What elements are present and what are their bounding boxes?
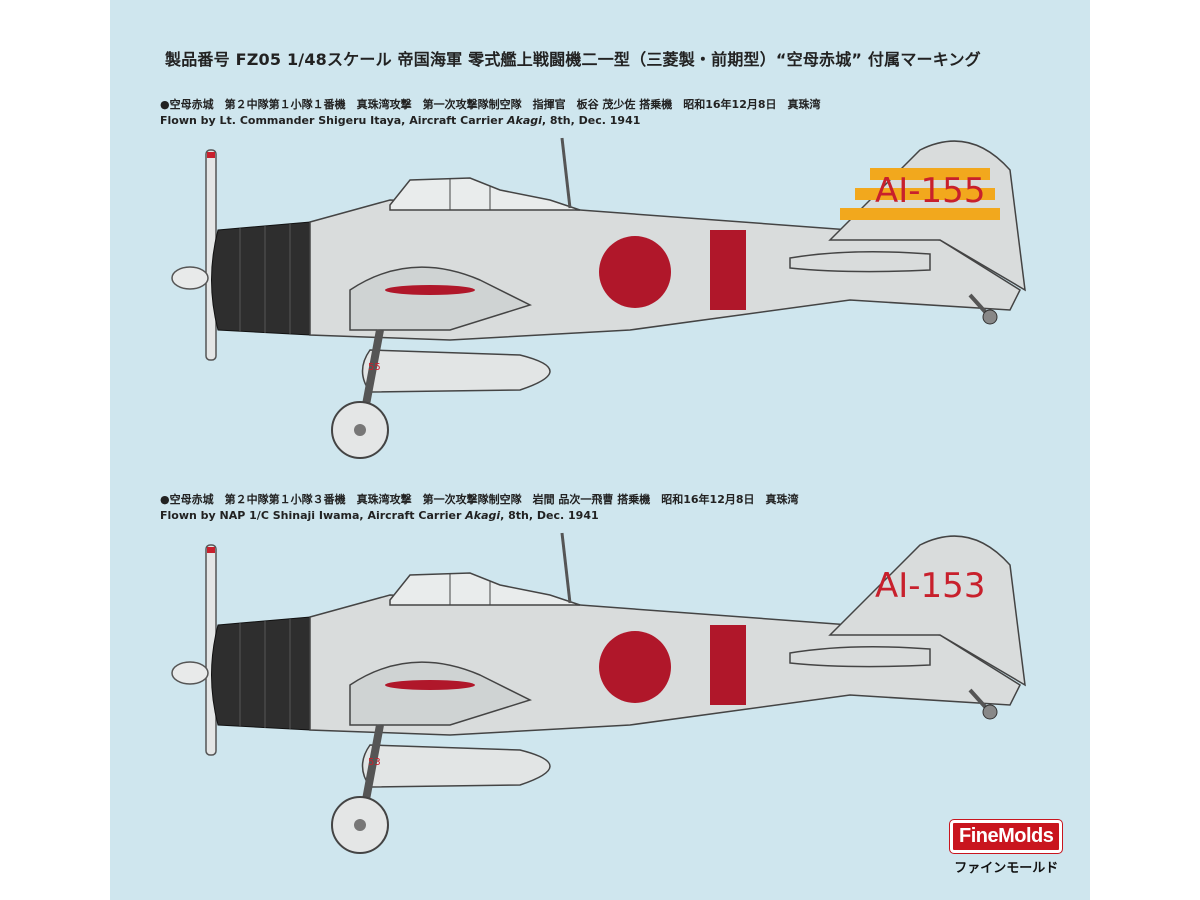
profile-2-caption-en: Flown by NAP 1/C Shinaji Iwama, Aircraft… <box>160 509 599 522</box>
tail-code: AI-153 <box>875 566 985 606</box>
logo-brand: FineMolds <box>948 819 1064 854</box>
aircraft-profile-1: 55 AI-155 <box>171 137 1026 459</box>
tail-stripes <box>840 168 1000 220</box>
aircraft-drawing: 53 <box>171 532 1026 854</box>
page-title: 製品番号 FZ05 1/48スケール 帝国海軍 零式艦上戦闘機二一型（三菱製・前… <box>165 50 981 69</box>
profile-2-caption-jp: ●空母赤城 第２中隊第１小隊３番機 真珠湾攻撃 第一次攻撃隊制空隊 岩間 品次一… <box>160 493 799 506</box>
profile-1-caption-en: Flown by Lt. Commander Shigeru Itaya, Ai… <box>160 114 641 127</box>
profile-1-caption-jp: ●空母赤城 第２中隊第１小隊１番機 真珠湾攻撃 第一次攻撃隊制空隊 指揮官 板谷… <box>160 98 821 111</box>
gear-code: 55 <box>368 362 381 373</box>
finemolds-logo: FineMolds ファインモールド <box>948 819 1064 876</box>
gear-code: 53 <box>368 757 381 768</box>
logo-kana: ファインモールド <box>954 861 1059 876</box>
aircraft-drawing: 55 <box>171 137 1026 459</box>
tail-code: AI-155 <box>875 171 985 211</box>
aircraft-profile-2: 53 AI-153 <box>171 532 1026 854</box>
